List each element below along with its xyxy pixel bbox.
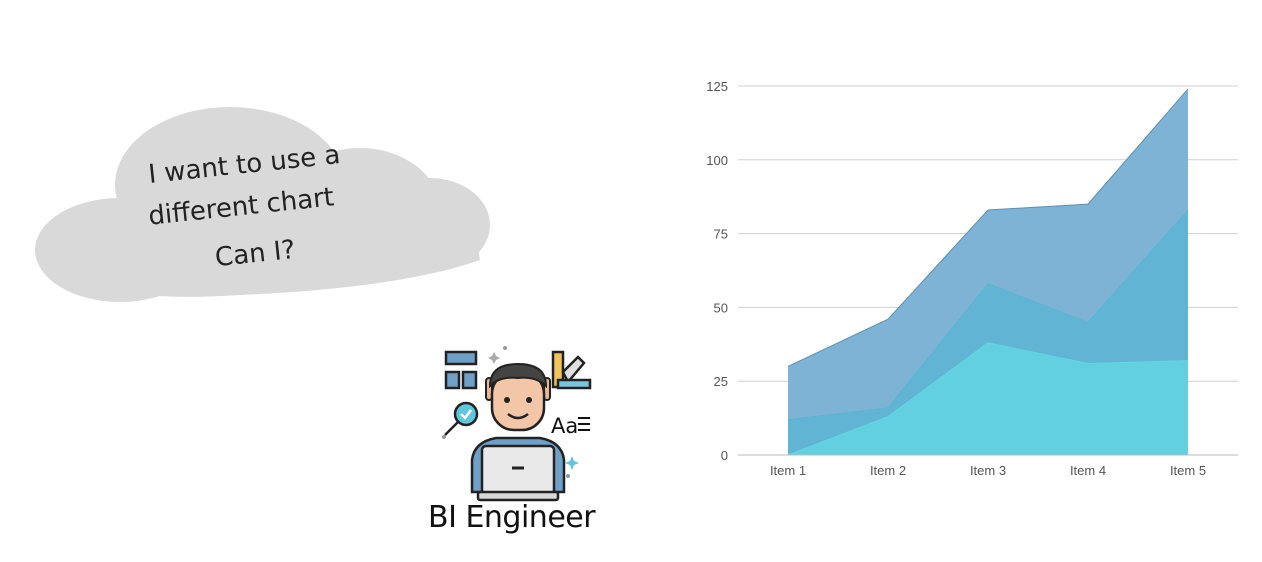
thought-cloud	[35, 107, 490, 302]
x-tick-label: Item 2	[870, 463, 906, 478]
y-tick-label: 0	[721, 448, 728, 463]
area-series-top-line	[787, 88, 1189, 367]
area-series-bottom	[788, 342, 1188, 455]
y-tick-label: 50	[714, 300, 728, 315]
x-tick-label: Item 1	[770, 463, 806, 478]
magnifier-check-icon	[444, 401, 479, 436]
y-tick-label: 75	[714, 227, 728, 242]
area-series-middle-line	[787, 209, 1189, 421]
color-swatch-icon	[551, 350, 592, 390]
layout-grid-icon	[444, 350, 478, 390]
y-tick-label: 25	[714, 374, 728, 389]
engineer-caption: BI Engineer	[428, 500, 596, 535]
engineer-with-laptop-icon: Aa	[442, 346, 592, 502]
x-tick-label: Item 4	[1070, 463, 1106, 478]
x-tick-label: Item 3	[970, 463, 1006, 478]
typography-icon: Aa	[551, 414, 578, 438]
area-series-bottom-line	[787, 342, 1189, 456]
x-tick-label: Item 5	[1170, 463, 1206, 478]
y-tick-label: 100	[706, 153, 728, 168]
y-tick-label: 125	[706, 79, 728, 94]
